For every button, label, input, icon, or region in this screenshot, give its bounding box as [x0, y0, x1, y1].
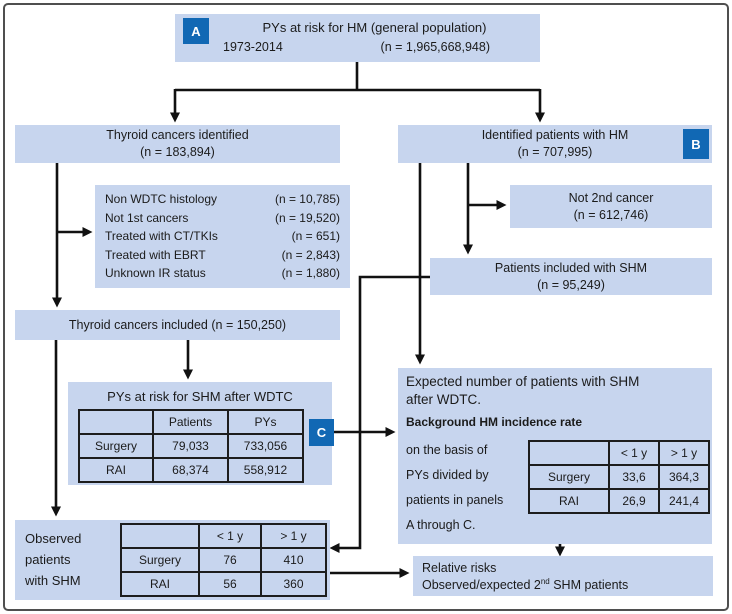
observed-table-header: < 1 y: [198, 523, 262, 549]
exclusion-label: Unknown IR status: [105, 266, 206, 280]
expected-panel-box: Expected number of patients with SHM aft…: [398, 368, 712, 544]
observed-table-header: [120, 523, 200, 549]
exclusion-label: Treated with EBRT: [105, 247, 206, 262]
shm-included-line1: Patients included with SHM: [494, 260, 648, 275]
expected-side-line: PYs divided by: [406, 468, 489, 482]
expected-table-header: > 1 y: [658, 440, 710, 466]
exclusion-label: Not 1st cancers: [105, 210, 189, 225]
exclusion-row: Unknown IR status (n = 1,880): [95, 264, 350, 283]
hm-identified-n: (n = 707,995): [517, 145, 593, 159]
not-2nd-cancer-box: Not 2nd cancer (n = 612,746): [510, 185, 712, 228]
pys-table-header: Patients: [152, 409, 229, 435]
observed-table-cell: 410: [260, 547, 327, 573]
exclusion-row: Not 1st cancers (n = 19,520): [95, 209, 350, 228]
expected-table-cell: 26,9: [608, 488, 660, 514]
panel-a-n: (n = 1,965,668,948): [380, 40, 490, 54]
exclusion-n: (n = 1,880): [281, 266, 340, 280]
panel-a-period: 1973-2014: [223, 40, 283, 54]
observed-table-cell: 56: [198, 571, 262, 597]
exclusion-n: (n = 19,520): [274, 210, 340, 225]
pys-table-cell: Surgery: [78, 433, 154, 459]
pys-table: Patients PYs Surgery 79,033 733,056 RAI …: [78, 409, 304, 483]
panel-a-title: PYs at risk for HM (general population): [262, 20, 487, 35]
pys-table-cell: RAI: [78, 457, 154, 483]
panel-b-badge: B: [683, 129, 709, 159]
observed-label-line3: with SHM: [25, 573, 81, 588]
pys-panel-title: PYs at risk for SHM after WDTC: [107, 389, 293, 404]
observed-panel-box: Observed patients with SHM < 1 y > 1 y S…: [15, 520, 330, 600]
exclusion-label: Treated with CT/TKIs: [105, 229, 218, 243]
hm-identified-box: Identified patients with HM (n = 707,995…: [398, 125, 712, 163]
relative-risks-line2-prefix: Observed/expected 2: [422, 578, 541, 592]
relative-risks-line2-suffix: SHM patients: [549, 578, 629, 592]
expected-table-header: [528, 440, 610, 466]
relative-risks-line1: Relative risks: [422, 561, 497, 575]
panel-a-box: A PYs at risk for HM (general population…: [175, 14, 540, 62]
hm-identified-line1: Identified patients with HM: [481, 128, 629, 142]
exclusion-label: Non WDTC histology: [105, 192, 218, 206]
expected-table-header: < 1 y: [608, 440, 660, 466]
panel-a-badge: A: [183, 18, 209, 44]
relative-risks-box: Relative risks Observed/expected 2nd SHM…: [413, 556, 713, 596]
exclusion-n: (n = 2,843): [281, 247, 340, 262]
exclusion-row: Treated with EBRT (n = 2,843): [95, 246, 350, 265]
thyroid-identified-line1: Thyroid cancers identified: [106, 128, 249, 142]
pys-panel-box: PYs at risk for SHM after WDTC Patients …: [68, 382, 332, 485]
expected-title-line1: Expected number of patients with SHM: [406, 374, 640, 389]
expected-table: < 1 y > 1 y Surgery 33,6 364,3 RAI 26,9 …: [528, 440, 710, 514]
expected-subtitle: Background HM incidence rate: [406, 415, 583, 429]
expected-title-line2: after WDTC.: [406, 392, 482, 407]
pys-table-header: [78, 409, 154, 435]
observed-table-cell: 76: [198, 547, 262, 573]
exclusions-box: Non WDTC histology (n = 10,785) Not 1st …: [95, 185, 350, 288]
observed-table-cell: 360: [260, 571, 327, 597]
exclusion-row: Non WDTC histology (n = 10,785): [95, 190, 350, 209]
expected-table-cell: 364,3: [658, 464, 710, 490]
exclusion-n: (n = 10,785): [274, 192, 340, 206]
not-2nd-cancer-n: (n = 612,746): [573, 207, 649, 222]
observed-label-line2: patients: [25, 552, 71, 567]
expected-table-cell: RAI: [528, 488, 610, 514]
exclusion-n: (n = 651): [291, 229, 340, 243]
observed-table-cell: Surgery: [120, 547, 200, 573]
pys-table-cell: 558,912: [227, 457, 304, 483]
expected-table-cell: 241,4: [658, 488, 710, 514]
pys-table-header: PYs: [227, 409, 304, 435]
expected-side-line: patients in panels: [406, 493, 504, 507]
panel-c-badge: C: [309, 419, 334, 446]
thyroid-identified-n: (n = 183,894): [140, 145, 215, 159]
thyroid-identified-box: Thyroid cancers identified (n = 183,894): [15, 125, 340, 163]
observed-table-cell: RAI: [120, 571, 200, 597]
expected-side-line: A through C.: [406, 518, 476, 532]
expected-table-cell: 33,6: [608, 464, 660, 490]
expected-side-line: on the basis of: [406, 443, 488, 457]
pys-table-cell: 68,374: [152, 457, 229, 483]
exclusion-row: Treated with CT/TKIs (n = 651): [95, 227, 350, 246]
expected-table-cell: Surgery: [528, 464, 610, 490]
pys-table-cell: 79,033: [152, 433, 229, 459]
relative-risks-line2-sup: nd: [540, 576, 550, 586]
thyroid-included-box: Thyroid cancers included (n = 150,250): [15, 310, 340, 340]
observed-table-header: > 1 y: [260, 523, 327, 549]
not-2nd-cancer-line1: Not 2nd cancer: [568, 190, 654, 205]
observed-label-line1: Observed: [25, 531, 82, 546]
shm-included-box: Patients included with SHM (n = 95,249): [430, 258, 712, 295]
shm-included-n: (n = 95,249): [537, 277, 605, 292]
thyroid-included-text: Thyroid cancers included (n = 150,250): [68, 317, 287, 332]
pys-table-cell: 733,056: [227, 433, 304, 459]
relative-risks-line2: Observed/expected 2nd SHM patients: [422, 577, 713, 594]
observed-table: < 1 y > 1 y Surgery 76 410 RAI 56 360: [120, 523, 327, 597]
